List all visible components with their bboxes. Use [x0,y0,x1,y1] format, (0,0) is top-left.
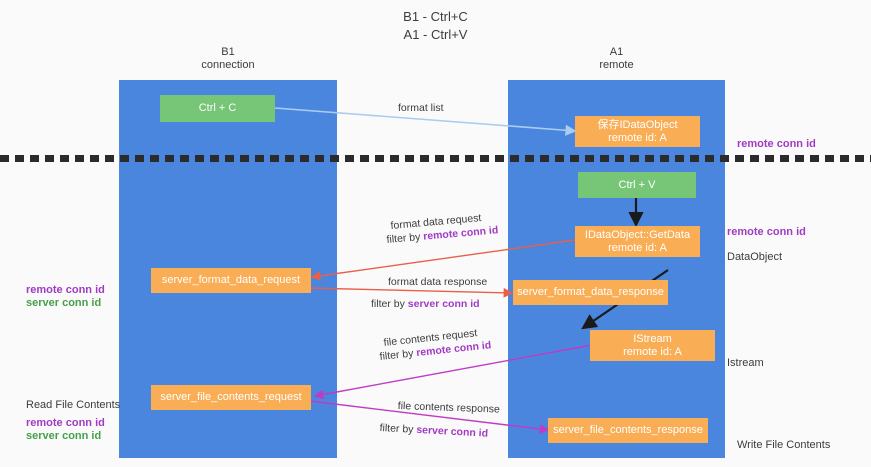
node-ctrl-v-label: Ctrl + V [618,178,656,191]
edge-label-file-contents-response: file contents response [398,399,501,417]
node-server-format-data-response-label: server_format_data_response [517,286,664,298]
node-ctrl-c-label: Ctrl + C [198,102,237,114]
annotation-read-file-contents-text: Read File Contents [26,399,121,411]
edge-label-filter-prefix-4: filter by [379,421,417,436]
edge-label-filter-key-server-conn-id: server conn id [407,298,480,310]
node-save-idataobject-line2: remote id: A [608,131,667,144]
node-server-format-data-response[interactable]: server_format_data_response [513,280,668,305]
node-server-file-contents-response-label: server_file_contents_response [553,424,703,436]
column-heading-a1: A1 remote [599,46,634,71]
phase-divider-dashed-line [0,155,871,162]
annotation-read-file-contents: Read File Contents [26,384,120,412]
edge-label-file-contents-response-filter: filter by server conn id [379,421,488,441]
node-idataobject-getdata-line1: IDataObject::GetData [584,228,691,241]
annotation-left-remote-conn-id-2: remote conn id [26,402,105,430]
annotation-write-file-contents: Write File Contents [737,424,830,452]
node-idataobject-getdata[interactable]: IDataObject::GetData remote id: A [575,226,700,257]
edge-label-filter-prefix: filter by [386,230,424,246]
annotation-write-file-contents-text: Write File Contents [737,439,831,451]
edge-label-filter-prefix-2: filter by [371,298,408,310]
annotation-left-remote-conn-id-text: remote conn id [26,284,105,296]
node-server-format-data-request-label: server_format_data_request [161,274,301,286]
column-heading-b1: B1 connection [201,46,255,71]
node-server-file-contents-response[interactable]: server_file_contents_response [548,418,708,443]
annotation-remote-conn-id-mid-text: remote conn id [727,226,806,238]
node-save-idataobject[interactable]: 保存IDataObject remote id: A [575,116,700,147]
edge-label-format-data-response: format data response [388,275,487,289]
edge-label-format-data-response-filter: filter by server conn id [371,297,480,311]
edge-label-filter-key-server-conn-id-2: server conn id [416,423,489,440]
annotation-left-server-conn-id: server conn id [26,282,101,310]
annotation-left-remote-conn-id-2-text: remote conn id [26,417,105,429]
annotation-dataobject: DataObject [727,236,782,264]
node-ctrl-c[interactable]: Ctrl + C [160,95,275,122]
node-server-file-contents-request-label: server_file_contents_request [160,391,302,403]
annotation-left-remote-conn-id: remote conn id [26,269,105,297]
annotation-left-server-conn-id-text: server conn id [26,297,102,309]
node-save-idataobject-line1: 保存IDataObject [597,118,678,131]
edge-label-filter-prefix-3: filter by [379,347,417,363]
diagram-title: B1 - Ctrl+C A1 - Ctrl+V [403,9,468,42]
annotation-left-server-conn-id-2: server conn id [26,415,101,443]
annotation-istream: Istream [727,342,764,370]
node-idataobject-getdata-line2: remote id: A [608,241,667,254]
node-istream-line1: IStream [633,332,672,345]
edge-label-format-data-response-text: format data response [388,276,488,288]
edge-label-format-list-text: format list [398,102,444,114]
annotation-istream-text: Istream [727,357,764,369]
annotation-left-server-conn-id-2-text: server conn id [26,430,102,442]
node-istream[interactable]: IStream remote id: A [590,330,715,361]
node-server-format-data-request[interactable]: server_format_data_request [151,268,311,293]
annotation-remote-conn-id-top: remote conn id [737,123,816,151]
annotation-remote-conn-id-top-text: remote conn id [737,138,816,150]
node-ctrl-v[interactable]: Ctrl + V [578,172,696,198]
annotation-dataobject-text: DataObject [727,251,783,263]
edge-label-format-list: format list [398,101,444,115]
node-istream-line2: remote id: A [623,345,682,358]
node-server-file-contents-request[interactable]: server_file_contents_request [151,385,311,410]
edge-label-file-contents-response-text: file contents response [397,399,501,416]
annotation-remote-conn-id-mid: remote conn id [727,211,806,239]
